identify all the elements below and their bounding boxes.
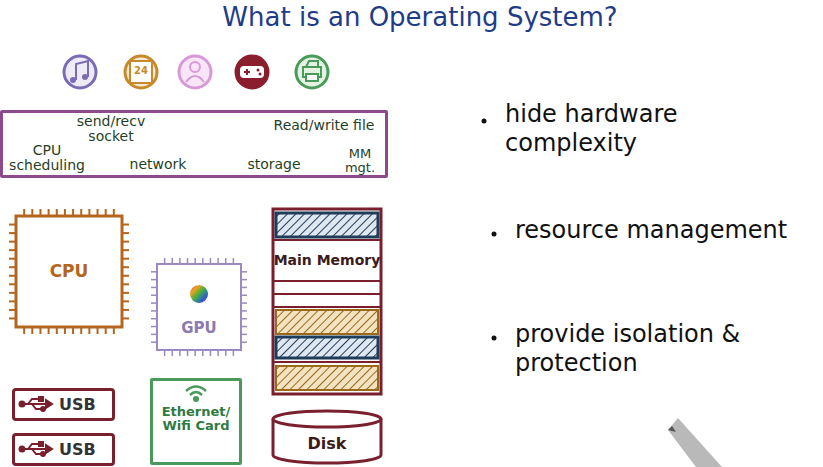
node-text: Disk (308, 435, 347, 453)
illustration-part (492, 232, 497, 237)
illustration-part (64, 56, 96, 88)
illustration-part (273, 280, 381, 282)
illustration-part (259, 73, 262, 76)
illustration-part (276, 213, 378, 237)
illustration-part (70, 77, 76, 83)
illustration-part (668, 418, 722, 467)
os-layer-box: send/recv socket Read/write fileCPU sched… (0, 110, 388, 178)
illustration-part (39, 442, 43, 446)
bullet-text: provide isolation & protection (515, 320, 815, 378)
illustration-part (46, 400, 52, 408)
gpu-logo (190, 285, 208, 303)
illustration-part (194, 397, 198, 401)
cpu-chip (16, 216, 122, 327)
node-text: network (113, 157, 203, 172)
illustration-part (41, 452, 45, 456)
illustration-part (125, 56, 157, 88)
node-text: Read/write file (265, 118, 383, 133)
illustration-part (82, 74, 88, 80)
illustration-part (246, 69, 248, 75)
node-text: MM mgt. (335, 147, 385, 174)
illustration-part (306, 74, 318, 81)
illustration-part (273, 361, 381, 363)
illustration-part (179, 56, 211, 88)
node-text: Ethernet/ Wifi Card (156, 405, 236, 434)
memory-stack (273, 209, 381, 394)
illustration-part (273, 293, 381, 295)
cpu-chip-pins (9, 209, 129, 334)
illustration-part (76, 61, 88, 80)
illustration-part (482, 119, 487, 124)
node-text: send/recv socket (59, 114, 163, 143)
node-text: CPU (50, 262, 89, 281)
illustration-part (276, 310, 378, 334)
illustration-part (186, 387, 206, 392)
illustration-part (273, 239, 381, 241)
illustration-part (190, 62, 200, 72)
illustration-part (236, 56, 268, 88)
app-icons (64, 56, 328, 88)
node-text: GPU (181, 320, 217, 337)
illustration-part (190, 392, 202, 395)
bullet-dots (482, 119, 497, 341)
usb-port-box: USB (12, 433, 115, 466)
illustration-part (273, 411, 381, 427)
main-memory-box: Main Memory (273, 240, 381, 281)
illustration-part (20, 447, 25, 452)
illustration-part (273, 306, 381, 308)
bullet-text: hide hardware complexity (505, 100, 745, 158)
illustration-part (41, 407, 45, 411)
calendar-date: 24 (129, 65, 153, 77)
illustration-part (130, 61, 152, 83)
illustration-part (20, 402, 25, 407)
illustration-part (46, 445, 52, 453)
illustration-part (22, 403, 46, 405)
illustration-part (668, 426, 676, 432)
node-text: storage (229, 157, 319, 172)
illustration-part (276, 337, 378, 358)
illustration-part (22, 448, 46, 450)
diagram-title: What is an Operating System? (160, 2, 680, 32)
network-card-box: Ethernet/ Wifi Card (150, 378, 242, 465)
illustration-part (492, 336, 497, 341)
node-text: USB (59, 396, 96, 414)
node-text: CPU scheduling (4, 143, 90, 172)
disk-cylinder (273, 411, 381, 463)
illustration-part (296, 56, 328, 88)
wifi-symbol (186, 387, 206, 401)
disk-box: Disk (273, 428, 381, 460)
illustration-part (257, 69, 260, 72)
gpu-box: GPU (157, 264, 241, 350)
node-text: Main Memory (274, 253, 381, 268)
illustration-part (240, 66, 264, 78)
cpu-box: CPU (16, 216, 122, 327)
illustration-part (186, 76, 204, 82)
gpu-chip-pins (151, 258, 247, 356)
usb-port-box: USB (12, 388, 115, 421)
gpu-chip (157, 264, 241, 350)
bullet-text: resource management (515, 216, 815, 245)
illustration-part (273, 209, 381, 394)
pen-tip (668, 418, 722, 467)
usb-symbol (20, 397, 53, 456)
illustration-part (39, 397, 43, 401)
illustration-part (276, 366, 378, 390)
illustration-part (306, 61, 318, 67)
node-text: USB (59, 441, 96, 459)
